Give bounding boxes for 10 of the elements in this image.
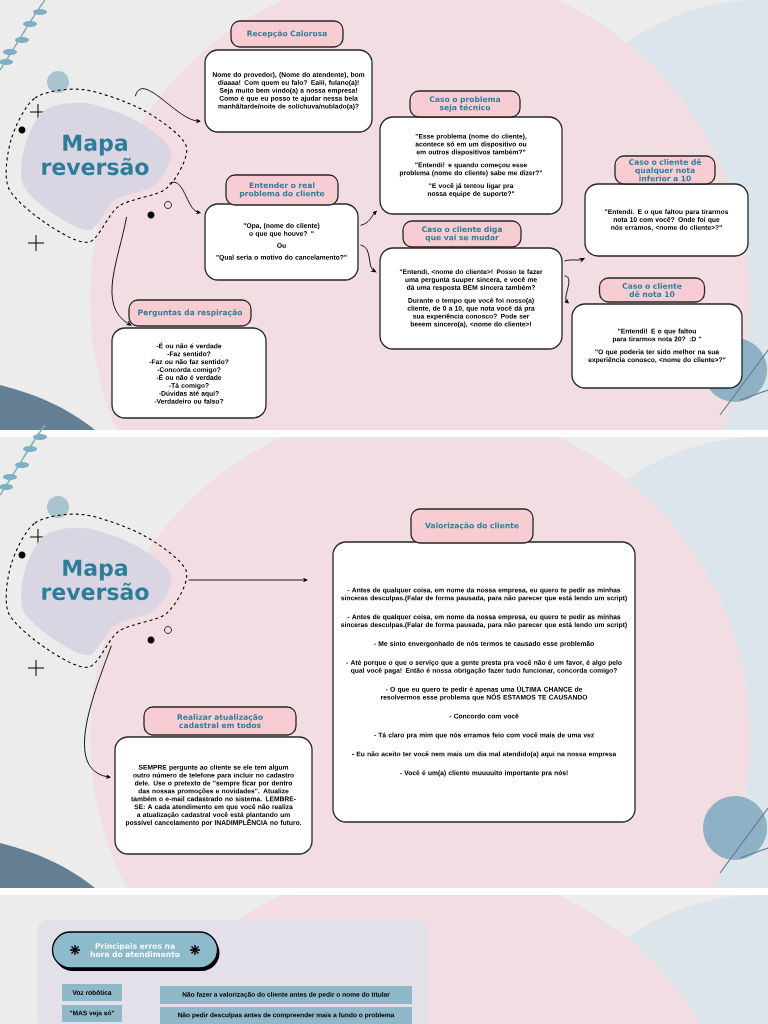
- arrow: [111, 216, 132, 326]
- arrow: [360, 210, 377, 226]
- arrow: [360, 244, 377, 273]
- arrow: [84, 645, 112, 779]
- arrow: [169, 181, 201, 214]
- arrow: [564, 257, 585, 262]
- arrow: [564, 275, 570, 304]
- title-text: Mapa reversão: [42, 559, 149, 601]
- title-text: Mapa reversão: [42, 134, 149, 176]
- arrow: [188, 578, 308, 582]
